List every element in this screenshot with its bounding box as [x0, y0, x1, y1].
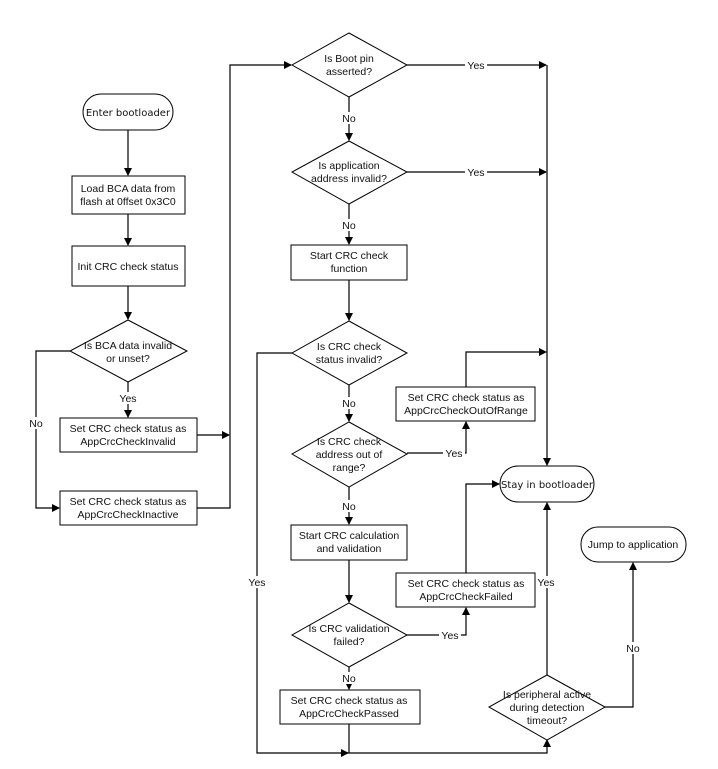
node-text: address invalid? [311, 173, 387, 185]
label-status-yes: Yes [248, 577, 265, 589]
label-status-no: No [342, 398, 356, 410]
node-text: AppCrcCheckFailed [419, 591, 513, 603]
label-bca-no: No [29, 418, 43, 430]
node-text: Is Boot pin [324, 53, 374, 65]
label-val-no: No [342, 673, 356, 685]
node-text: range? [333, 462, 366, 474]
label-app-no: No [342, 220, 356, 232]
node-app-addr-decision: Is application address invalid? [290, 140, 409, 205]
node-text: during detection [510, 702, 585, 714]
node-init-crc: Init CRC check status [71, 245, 186, 287]
node-text: failed? [334, 636, 365, 648]
node-text: AppCrcCheckInvalid [80, 436, 175, 448]
node-peripheral-active-decision: Is peripheral active during detection ti… [487, 674, 607, 741]
node-set-passed: Set CRC check status as AppCrcCheckPasse… [279, 689, 421, 725]
node-stay-in-bootloader: Stay in bootloader [499, 465, 595, 503]
node-text: asserted? [326, 66, 372, 78]
label-bca-yes: Yes [119, 393, 136, 405]
node-text: AppCrcCheckInactive [78, 509, 179, 521]
node-text: Init CRC check status [78, 261, 179, 273]
edge-failed-to-stay [465, 480, 500, 573]
node-text: and validation [317, 543, 382, 555]
label-boot-no: No [342, 113, 356, 125]
label-val-yes: Yes [441, 630, 458, 642]
node-text: Set CRC check status as [408, 392, 525, 404]
node-text: flash at 0ffset 0x3C0 [80, 196, 176, 208]
node-text: Set CRC check status as [408, 578, 525, 590]
node-start-crc-calc: Start CRC calculation and validation [290, 524, 408, 561]
node-text: Is peripheral active [503, 689, 591, 701]
node-text: AppCrcCheckOutOfRange [404, 405, 528, 417]
node-crc-status-decision: Is CRC check status invalid? [290, 320, 409, 386]
node-text: Is application [318, 160, 379, 172]
node-set-failed: Set CRC check status as AppCrcCheckFaile… [395, 572, 536, 608]
edge-periph-no [605, 562, 637, 708]
node-load-bca: Load BCA data from flash at 0ffset 0x3C0 [71, 175, 186, 215]
node-text: Is CRC check [317, 436, 382, 448]
label-app-yes: Yes [467, 167, 484, 179]
node-bca-invalid-decision: Is BCA data invalid or unset? [68, 319, 189, 383]
node-set-inactive: Set CRC check status as AppCrcCheckInact… [59, 490, 198, 526]
node-text: address out of [316, 449, 383, 461]
node-start-crc-function: Start CRC check function [290, 244, 408, 281]
node-validation-failed-decision: Is CRC validation failed? [290, 602, 409, 668]
node-text: or unset? [106, 353, 150, 365]
node-text: AppCrcCheckPassed [299, 708, 399, 720]
node-crc-addr-oor-decision: Is CRC check address out of range? [290, 421, 409, 488]
node-text: Is CRC validation [308, 623, 389, 635]
label-boot-yes: Yes [467, 60, 484, 72]
edge-bca-no [35, 350, 70, 512]
node-text: timeout? [527, 715, 567, 727]
node-text: Set CRC check status as [70, 423, 187, 435]
edge-oor-yes [407, 421, 470, 454]
node-text: Load BCA data from [81, 183, 176, 195]
edge-inactive-to-boot [197, 61, 292, 509]
node-text: Start CRC calculation [299, 530, 400, 542]
node-text: Is CRC check [317, 341, 382, 353]
node-text: function [331, 263, 368, 275]
node-text: Jump to application [588, 539, 679, 551]
node-set-out-of-range: Set CRC check status as AppCrcCheckOutOf… [395, 386, 536, 422]
label-oor-no: No [342, 501, 356, 513]
node-text: Set CRC check status as [70, 496, 187, 508]
label-oor-yes: Yes [445, 448, 462, 460]
node-text: Set CRC check status as [291, 695, 408, 707]
node-text: Enter bootloader [86, 108, 171, 119]
edge-outofrange-to-trunk [465, 348, 547, 387]
node-set-invalid: Set CRC check status as AppCrcCheckInval… [59, 417, 198, 453]
node-text: Is BCA data invalid [84, 340, 172, 352]
edge-status-yes [256, 352, 551, 754]
node-boot-pin-decision: Is Boot pin asserted? [290, 32, 409, 98]
node-text: Start CRC check [310, 250, 389, 262]
node-text: Stay in bootloader [501, 480, 594, 491]
node-text: status invalid? [316, 354, 383, 366]
label-periph-yes: Yes [537, 577, 554, 589]
node-enter-bootloader: Enter bootloader [82, 93, 174, 131]
connectors [35, 61, 637, 757]
edge-labels: Yes No Yes No Yes No Yes No Yes No Yes N… [27, 59, 642, 685]
node-jump-to-application: Jump to application [580, 526, 687, 563]
label-periph-no: No [626, 643, 640, 655]
edge-val-yes [407, 607, 470, 636]
